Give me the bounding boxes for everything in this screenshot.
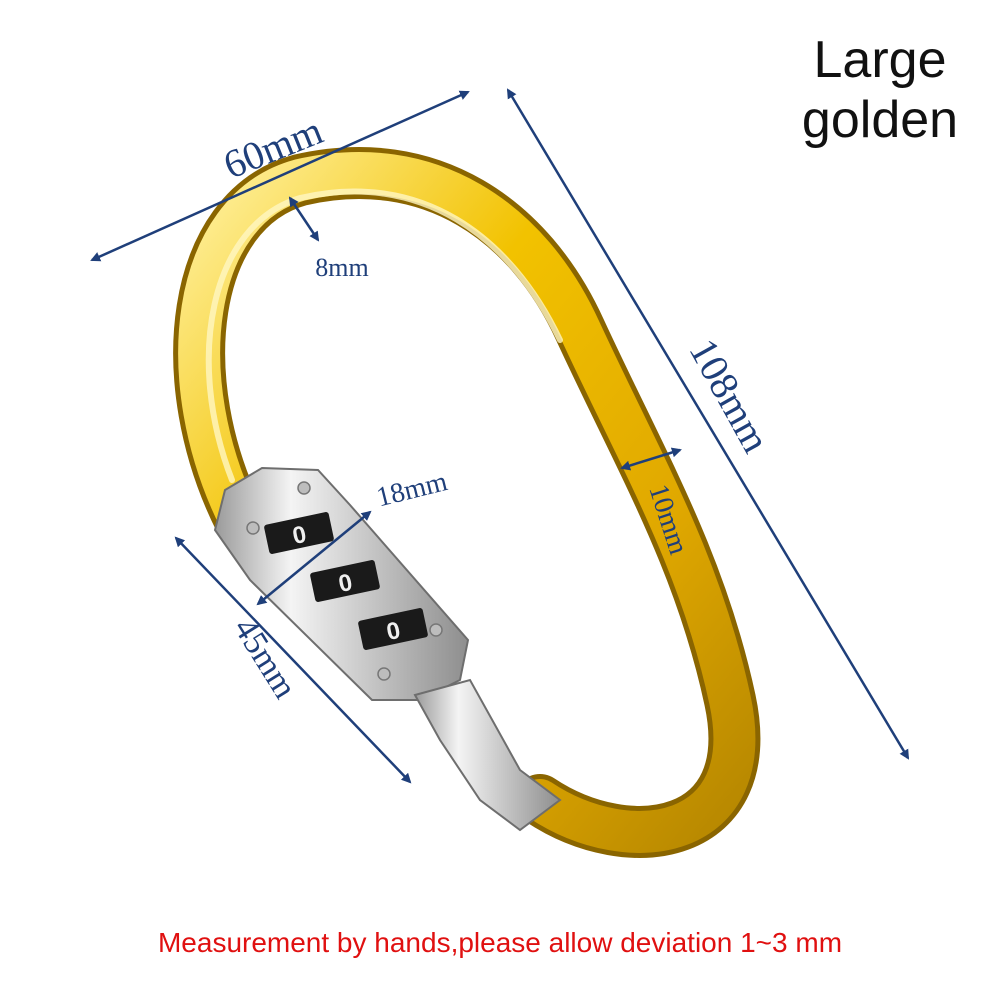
wire-side-arrow xyxy=(620,447,682,471)
variant-color: golden xyxy=(801,91,959,149)
rivet xyxy=(377,667,391,681)
variant-size: Large xyxy=(813,31,947,89)
rivet xyxy=(429,623,443,637)
dimension-arrows xyxy=(90,88,910,784)
variant-title: Large golden xyxy=(780,30,980,150)
rivet xyxy=(297,481,311,495)
width-arrow xyxy=(90,90,470,262)
length-label: 108mm xyxy=(680,331,779,460)
wire-top-label: 8mm xyxy=(315,253,368,282)
wire-top-arrow xyxy=(288,196,320,242)
length-arrow xyxy=(506,88,910,760)
rivet xyxy=(246,521,260,535)
lock-length-arrow xyxy=(174,536,412,784)
measurement-note: Measurement by hands,please allow deviat… xyxy=(157,927,843,958)
lock-width-label: 18mm xyxy=(373,466,450,513)
